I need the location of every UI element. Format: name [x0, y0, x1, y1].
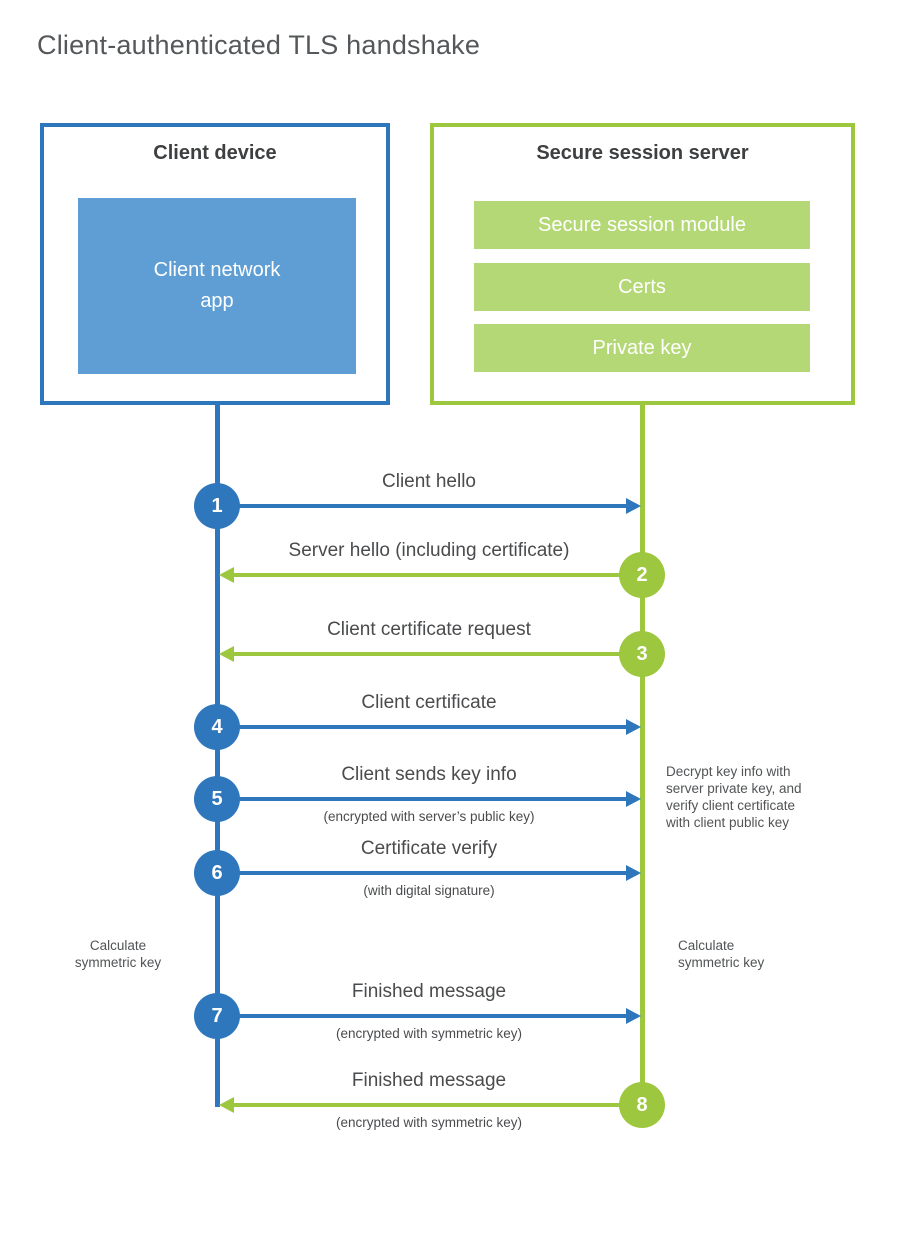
- step-sublabel: (with digital signature): [363, 883, 495, 898]
- arrowhead-right-icon: [626, 719, 641, 735]
- arrowhead-left-icon: [219, 567, 234, 583]
- step-label: Finished message: [351, 1070, 507, 1091]
- arrow-shaft: [234, 573, 642, 577]
- step-label: Client hello: [382, 471, 476, 492]
- client-lifeline: [215, 403, 220, 1107]
- step-number-badge: 8: [619, 1082, 665, 1128]
- client-network-app-label: Client network app: [153, 259, 281, 312]
- step-number-badge: 1: [194, 483, 240, 529]
- step-number-badge: 4: [194, 704, 240, 750]
- server-lifeline: [640, 403, 645, 1107]
- step-label: Certificate verify: [360, 838, 498, 859]
- step-sublabel: (encrypted with symmetric key): [335, 1115, 523, 1130]
- step-sublabel: (encrypted with symmetric key): [335, 1026, 523, 1041]
- step-label: Finished message: [351, 981, 507, 1002]
- arrowhead-right-icon: [626, 498, 641, 514]
- client-network-app-box: Client network app: [78, 198, 356, 374]
- arrowhead-right-icon: [626, 1008, 641, 1024]
- step-number-badge: 2: [619, 552, 665, 598]
- calculate-symmetric-key-note-client: Calculate symmetric key: [74, 938, 162, 970]
- secure-session-server-title: Secure session server: [536, 141, 749, 164]
- arrow-shaft: [217, 725, 626, 729]
- client-device-title: Client device: [153, 141, 277, 164]
- step-label: Server hello (including certificate): [288, 540, 570, 561]
- server-module-bar: Secure session module: [474, 201, 810, 249]
- step-number-badge: 5: [194, 776, 240, 822]
- step-number-badge: 6: [194, 850, 240, 896]
- step-number-badge: 7: [194, 993, 240, 1039]
- arrow-shaft: [217, 504, 626, 508]
- arrowhead-right-icon: [626, 865, 641, 881]
- server-private-key-bar: Private key: [474, 324, 810, 372]
- arrow-shaft: [234, 652, 642, 656]
- step-label: Client certificate: [361, 692, 497, 713]
- arrow-shaft: [234, 1103, 642, 1107]
- arrow-shaft: [217, 871, 626, 875]
- step-label: Client certificate request: [327, 619, 531, 640]
- step-number-badge: 3: [619, 631, 665, 677]
- arrow-shaft: [217, 1014, 626, 1018]
- step-sublabel: (encrypted with server’s public key): [323, 809, 535, 824]
- arrowhead-left-icon: [219, 646, 234, 662]
- arrowhead-right-icon: [626, 791, 641, 807]
- arrow-shaft: [217, 797, 626, 801]
- calculate-symmetric-key-note-server: Calculate symmetric key: [678, 938, 765, 970]
- decrypt-key-note: Decrypt key info with server private key…: [666, 764, 802, 830]
- page-title: Client-authenticated TLS handshake: [37, 30, 481, 60]
- server-certs-bar: Certs: [474, 263, 810, 311]
- step-label: Client sends key info: [341, 764, 517, 785]
- arrowhead-left-icon: [219, 1097, 234, 1113]
